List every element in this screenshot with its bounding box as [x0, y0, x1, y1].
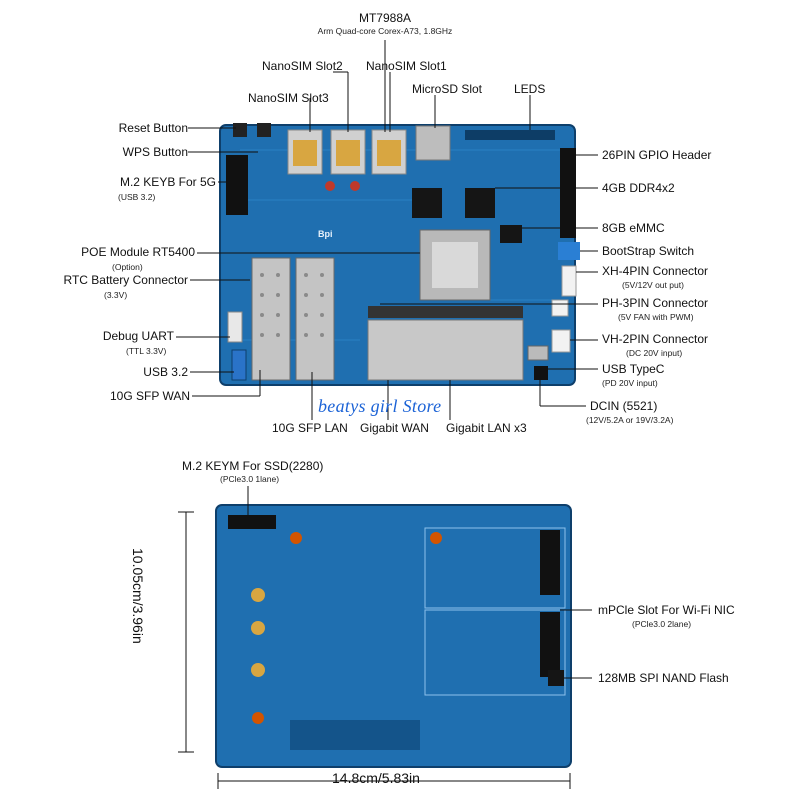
poe-module-label: POE Module RT5400 — [81, 245, 195, 259]
top-board — [219, 123, 580, 386]
m2-keyb-sublabel: (USB 3.2) — [118, 192, 156, 202]
spi-nand-label: 128MB SPI NAND Flash — [598, 671, 729, 685]
gigabit-wan-label: Gigabit WAN — [360, 421, 429, 435]
m2-keyb-label: M.2 KEYB For 5G — [119, 175, 216, 189]
rtc-battery-sublabel: (3.3V) — [104, 290, 128, 300]
height-dimension-label: 10.05cm/3.96in — [130, 548, 146, 644]
sfp-wan-label: 10G SFP WAN — [109, 389, 190, 403]
nanosim-slot2-label: NanoSIM Slot2 — [262, 59, 343, 73]
gpio-header-label: 26PIN GPIO Header — [602, 148, 712, 162]
debug-uart-label: Debug UART — [102, 329, 174, 343]
m2-keym-sublabel: (PCle3.0 1lane) — [220, 474, 280, 484]
dcin-sublabel: (12V/5.2A or 19V/3.2A) — [586, 415, 674, 425]
reset-button-label: Reset Button — [118, 121, 188, 135]
dcin-label: DCIN (5521) — [590, 399, 658, 413]
width-dimension-label: 14.8cm/5.83in — [332, 770, 420, 786]
ph3pin-label: PH-3PIN Connector — [602, 296, 709, 310]
rtc-battery-label: RTC Battery Connector — [63, 273, 189, 287]
sfp-lan-label: 10G SFP LAN — [272, 421, 348, 435]
ph3pin-sublabel: (5V FAN with PWM) — [618, 312, 694, 322]
vh2pin-sublabel: (DC 20V input) — [626, 348, 683, 358]
bottom-board — [215, 504, 572, 768]
store-watermark: beatys girl Store — [318, 396, 442, 416]
ddr-label: 4GB DDR4x2 — [602, 181, 675, 195]
usb32-label: USB 3.2 — [143, 365, 188, 379]
poe-module-sublabel: (Option) — [112, 262, 143, 272]
vh2pin-label: VH-2PIN Connector — [602, 332, 709, 346]
xh4pin-label: XH-4PIN Connector — [602, 264, 709, 278]
mpcie-slot-sublabel: (PCle3.0 2lane) — [632, 619, 692, 629]
m2-keym-label: M.2 KEYM For SSD(2280) — [182, 459, 324, 473]
gigabit-lan-label: Gigabit LAN x3 — [446, 421, 527, 435]
bootstrap-switch-label: BootStrap Switch — [602, 244, 695, 258]
mpcie-slot-label: mPCle Slot For Wi-Fi NIC — [598, 603, 735, 617]
cpu-title: MT7988A — [358, 11, 412, 25]
board-logo: Bpi — [318, 229, 333, 239]
leds-label: LEDS — [514, 82, 546, 96]
leader-lines — [176, 40, 598, 789]
wps-button-label: WPS Button — [122, 145, 188, 159]
debug-uart-sublabel: (TTL 3.3V) — [126, 346, 167, 356]
xh4pin-sublabel: (5V/12V out put) — [622, 280, 684, 290]
cpu-subtitle: Arm Quad-core Corex-A73, 1.8GHz — [317, 26, 453, 36]
usb-typec-label: USB TypeC — [602, 362, 665, 376]
nanosim-slot1-label: NanoSIM Slot1 — [366, 59, 447, 73]
usb-typec-sublabel: (PD 20V input) — [602, 378, 658, 388]
emmc-label: 8GB eMMC — [602, 221, 665, 235]
nanosim-slot3-label: NanoSIM Slot3 — [248, 91, 329, 105]
microsd-slot-label: MicroSD Slot — [412, 82, 483, 96]
